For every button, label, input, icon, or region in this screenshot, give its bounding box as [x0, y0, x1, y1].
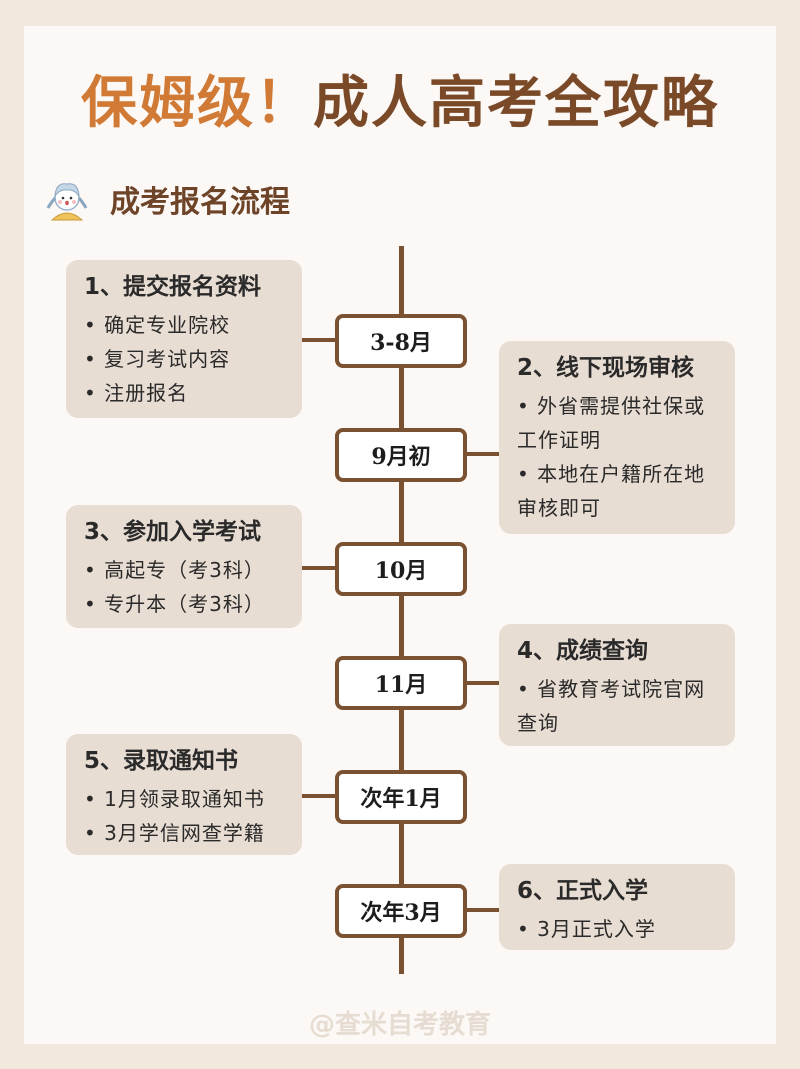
step-box-2: 2、线下现场审核 外省需提供社保或工作证明 本地在户籍所在地审核即可: [499, 341, 735, 534]
page-title: 保姆级！成人高考全攻略: [0, 58, 800, 139]
connector-4: [463, 681, 499, 685]
connector-5: [302, 794, 337, 798]
date-node-1: 3-8月: [335, 314, 467, 368]
date-node-3: 10月: [335, 542, 467, 596]
step-title: 2、线下现场审核: [517, 355, 695, 381]
step-box-5: 5、录取通知书 1月领录取通知书 3月学信网查学籍: [66, 734, 302, 855]
step-box-3: 3、参加入学考试 高起专（考3科） 专升本（考3科）: [66, 505, 302, 628]
step-item: 本地在户籍所在地审核即可: [517, 457, 719, 525]
timeline-axis: [399, 246, 404, 974]
date-node-6: 次年3月: [335, 884, 467, 938]
step-item: 3月正式入学: [517, 912, 719, 946]
section-title: 成考报名流程: [110, 185, 290, 220]
step-item: 1月领录取通知书: [84, 782, 286, 816]
step-title: 3、参加入学考试: [84, 519, 262, 545]
step-item: 确定专业院校: [84, 308, 286, 342]
step-item: 注册报名: [84, 376, 286, 410]
step-title: 4、成绩查询: [517, 638, 649, 664]
step-item: 高起专（考3科）: [84, 553, 286, 587]
connector-2: [463, 452, 499, 456]
step-title: 5、录取通知书: [84, 748, 239, 774]
girl-avatar-icon: [46, 183, 88, 221]
step-box-6: 6、正式入学 3月正式入学: [499, 864, 735, 950]
connector-3: [302, 566, 337, 570]
date-node-4: 11月: [335, 656, 467, 710]
step-item: 专升本（考3科）: [84, 587, 286, 621]
title-main: 成人高考全攻略: [313, 71, 719, 136]
connector-1: [302, 338, 337, 342]
date-node-5: 次年1月: [335, 770, 467, 824]
title-highlight: 保姆级！: [81, 71, 313, 136]
watermark: @查米自考教育: [308, 1010, 491, 1040]
step-box-1: 1、提交报名资料 确定专业院校 复习考试内容 注册报名: [66, 260, 302, 418]
date-node-2: 9月初: [335, 428, 467, 482]
step-title: 6、正式入学: [517, 878, 649, 904]
step-title: 1、提交报名资料: [84, 274, 262, 300]
step-item: 省教育考试院官网查询: [517, 672, 719, 740]
section-header: 成考报名流程: [44, 176, 290, 222]
step-item: 复习考试内容: [84, 342, 286, 376]
step-item: 外省需提供社保或工作证明: [517, 389, 719, 457]
step-item: 3月学信网查学籍: [84, 816, 286, 850]
step-box-4: 4、成绩查询 省教育考试院官网查询: [499, 624, 735, 746]
connector-6: [463, 908, 499, 912]
